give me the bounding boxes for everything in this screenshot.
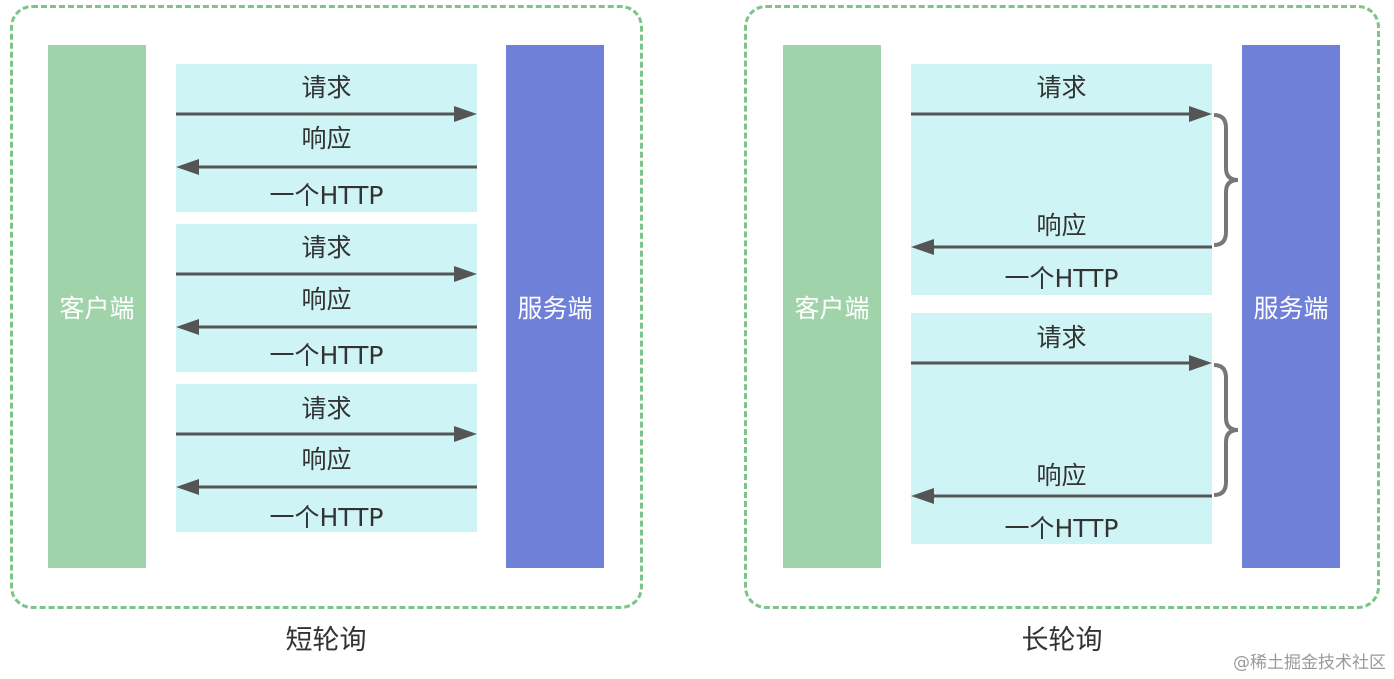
request-arrow: [176, 266, 477, 282]
request-label: 请求: [1036, 323, 1087, 352]
request-arrow: [911, 355, 1212, 371]
http-label: 一个HTTP: [1004, 264, 1119, 293]
watermark: @稀土掘金技术社区: [1233, 653, 1386, 673]
server-label: 服务端: [517, 293, 593, 323]
response-arrow: [176, 159, 477, 175]
request-label: 请求: [301, 233, 352, 262]
short-polling-panel: [10, 5, 643, 609]
response-label: 响应: [301, 445, 352, 474]
http-exchange-box: [176, 224, 477, 372]
request-arrow: [911, 106, 1212, 122]
long-polling-caption: 长轮询: [1021, 625, 1103, 656]
long-polling-panel: [744, 5, 1380, 609]
long-polling-server-bar: 服务端: [1242, 45, 1340, 568]
short-polling-caption: 短轮询: [285, 625, 367, 656]
request-label: 请求: [301, 73, 352, 102]
response-label: 响应: [301, 285, 352, 314]
server-hold-brace: [1213, 113, 1239, 247]
long-polling-client-bar: 客户端: [783, 45, 881, 568]
response-arrow: [911, 239, 1212, 255]
response-label: 响应: [301, 124, 352, 153]
response-label: 响应: [1036, 211, 1087, 240]
response-label: 响应: [1036, 461, 1087, 490]
short-polling-client-bar: 客户端: [48, 45, 146, 568]
http-exchange-box: [911, 313, 1212, 544]
http-label: 一个HTTP: [269, 341, 384, 370]
request-label: 请求: [301, 394, 352, 423]
http-label: 一个HTTP: [1004, 514, 1119, 543]
client-label: 客户端: [794, 293, 870, 323]
server-hold-brace: [1213, 363, 1239, 497]
short-polling-server-bar: 服务端: [506, 45, 604, 568]
response-arrow: [176, 319, 477, 335]
http-label: 一个HTTP: [269, 181, 384, 210]
http-exchange-box: [911, 64, 1212, 295]
response-arrow: [911, 488, 1212, 504]
server-label: 服务端: [1253, 293, 1329, 323]
http-exchange-box: [176, 64, 477, 212]
request-label: 请求: [1036, 73, 1087, 102]
client-label: 客户端: [59, 293, 135, 323]
request-arrow: [176, 106, 477, 122]
request-arrow: [176, 426, 477, 442]
response-arrow: [176, 479, 477, 495]
http-label: 一个HTTP: [269, 503, 384, 532]
http-exchange-box: [176, 384, 477, 532]
